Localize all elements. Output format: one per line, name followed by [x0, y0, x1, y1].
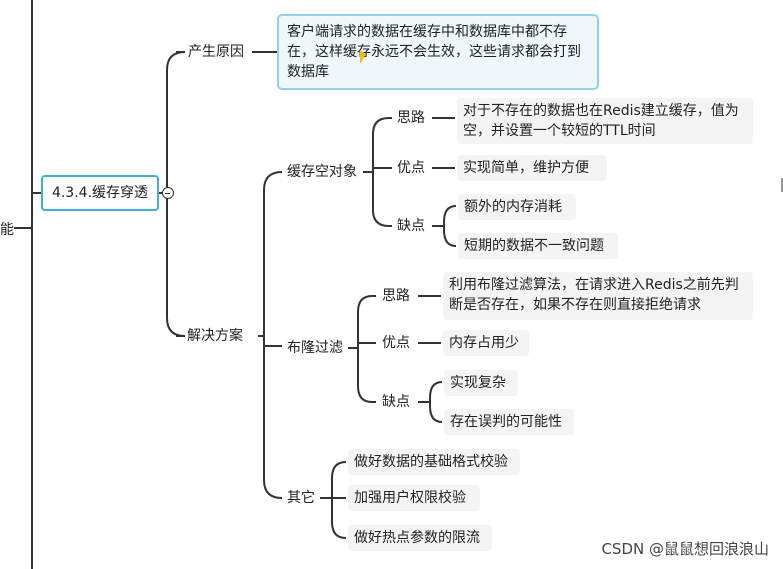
bloom-filter-node[interactable]: 布隆过滤 [287, 340, 343, 356]
bloom-pros: 内存占用少 [443, 330, 529, 356]
other-item: 做好数据的基础格式校验 [348, 449, 520, 475]
other-item: 做好热点参数的限流 [348, 525, 492, 551]
empty-cache-cons-item: 额外的内存消耗 [458, 194, 576, 220]
other-node[interactable]: 其它 [287, 490, 315, 506]
bloom-cons-item: 存在误判的可能性 [444, 409, 574, 435]
left-edge-label: 能 [0, 222, 14, 238]
empty-cache-cons-item: 短期的数据不一致问题 [458, 233, 618, 259]
empty-cache-pros: 实现简单，维护方便 [457, 155, 607, 181]
other-item: 加强用户权限校验 [348, 485, 480, 511]
bloom-idea-label[interactable]: 思路 [382, 288, 410, 304]
cause-note: 客户端请求的数据在缓存中和数据库中都不存在，这样缓存永远不会生效，这些请求都会打… [277, 14, 599, 90]
empty-cache-pros-label[interactable]: 优点 [397, 160, 425, 176]
vertical-scrollbar[interactable] [781, 178, 783, 192]
bloom-cons-label[interactable]: 缺点 [382, 394, 410, 410]
root-node[interactable]: 4.3.4.缓存穿透 [41, 175, 159, 211]
bloom-cons-item: 实现复杂 [444, 370, 518, 396]
bloom-pros-label[interactable]: 优点 [382, 335, 410, 351]
empty-cache-cons-label[interactable]: 缺点 [397, 218, 425, 234]
mouse-cursor-icon [360, 50, 366, 64]
solution-node[interactable]: 解决方案 [187, 328, 243, 344]
bloom-idea: 利用布隆过滤算法，在请求进入Redis之前先判断是否存在，如果不存在则直接拒绝请… [443, 272, 753, 320]
empty-cache-idea-label[interactable]: 思路 [397, 110, 425, 126]
watermark: CSDN @鼠鼠想回浪浪山 [601, 540, 769, 558]
cause-node[interactable]: 产生原因 [188, 44, 244, 60]
empty-cache-idea: 对于不存在的数据也在Redis建立缓存，值为空，并设置一个较短的TTL时间 [457, 98, 753, 144]
collapse-toggle-icon[interactable] [162, 187, 174, 199]
empty-cache-node[interactable]: 缓存空对象 [287, 164, 357, 180]
